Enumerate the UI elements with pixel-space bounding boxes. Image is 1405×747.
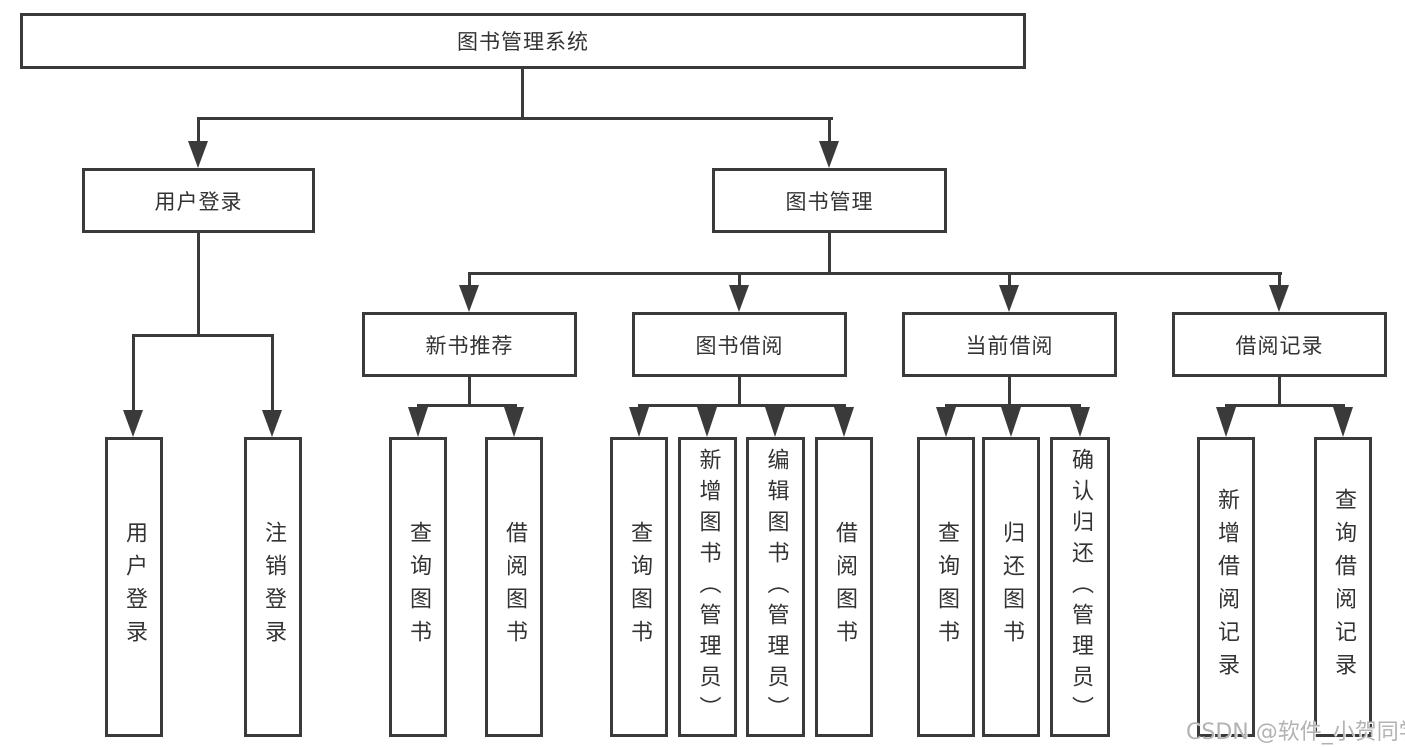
- leaf-confirm-return-admin: 确认归还（管理员）: [1050, 437, 1110, 737]
- leaf-query-books-borrow-label: 查询图书: [627, 521, 652, 653]
- leaf-query-books-current: 查询图书: [917, 437, 975, 737]
- arrow-down-leaf-add-book: [697, 407, 717, 437]
- leaf-add-book-admin: 新增图书（管理员）: [678, 437, 737, 737]
- arrow-down-leaf-add-record: [1216, 407, 1236, 437]
- leaf-borrow-books-recommend-label: 借阅图书: [502, 521, 527, 653]
- watermark: CSDN @软件_小贺同学: [1186, 720, 1405, 745]
- arrow-down-leaf-return-books: [1001, 407, 1021, 437]
- connector-root-rail: [197, 117, 833, 120]
- leaf-add-borrow-record-label: 新增借阅记录: [1214, 488, 1239, 686]
- connector-user-login-stub: [197, 117, 200, 146]
- leaf-edit-book-admin-label: 编辑图书（管理员）: [763, 447, 789, 727]
- leaf-return-books: 归还图书: [982, 437, 1040, 737]
- leaf-query-books-recommend-label: 查询图书: [406, 521, 431, 653]
- arrow-down-user-login: [188, 141, 208, 168]
- connector-book-borrow-rail: [638, 404, 846, 407]
- node-user-login-label: 用户登录: [154, 189, 243, 214]
- connector-user-login-rail: [132, 334, 274, 337]
- connector-new-book-stem: [468, 377, 471, 407]
- node-current-borrow: 当前借阅: [902, 312, 1117, 377]
- connector-current-borrow-rail: [945, 404, 1081, 407]
- leaf-query-borrow-record-label: 查询借阅记录: [1331, 488, 1356, 686]
- node-book-management: 图书管理: [712, 168, 947, 233]
- leaf-add-book-admin-label: 新增图书（管理员）: [695, 447, 721, 727]
- arrow-down-borrow-records: [1269, 285, 1289, 312]
- connector-book-mgmt-stem: [828, 233, 831, 275]
- node-borrow-records: 借阅记录: [1172, 312, 1387, 377]
- leaf-user-login-label: 用户登录: [122, 521, 147, 653]
- connector-book-mgmt-stub: [828, 117, 831, 146]
- connector-borrow-records-stub: [1278, 272, 1281, 290]
- connector-user-login-stem: [197, 233, 200, 337]
- node-new-book-recommend-label: 新书推荐: [425, 333, 514, 358]
- arrow-down-book-borrow: [729, 285, 749, 312]
- node-root: 图书管理系统: [20, 13, 1026, 69]
- arrow-down-leaf-borrow-books-1: [504, 407, 524, 437]
- arrow-down-leaf-borrow-books-2: [834, 407, 854, 437]
- arrow-down-leaf-logout: [262, 410, 282, 437]
- node-book-borrow: 图书借阅: [632, 312, 847, 377]
- leaf-confirm-return-admin-label: 确认归还（管理员）: [1068, 447, 1093, 727]
- leaf-query-borrow-record: 查询借阅记录: [1314, 437, 1372, 737]
- leaf-borrow-books-label: 借阅图书: [832, 521, 857, 653]
- connector-borrow-records-rail: [1225, 404, 1345, 407]
- node-root-label: 图书管理系统: [457, 30, 589, 54]
- arrow-down-current-borrow: [999, 285, 1019, 312]
- node-book-borrow-label: 图书借阅: [695, 333, 784, 358]
- node-new-book-recommend: 新书推荐: [362, 312, 577, 377]
- connector-book-borrow-stem: [738, 377, 741, 407]
- arrow-down-leaf-query-books-1: [408, 407, 428, 437]
- connector-new-book-rail: [417, 404, 517, 407]
- connector-root-stem: [521, 69, 524, 120]
- connector-leaf-user-login-stub: [132, 334, 135, 412]
- connector-book-borrow-stub: [738, 272, 741, 290]
- node-borrow-records-label: 借阅记录: [1235, 333, 1324, 358]
- leaf-query-books-recommend: 查询图书: [389, 437, 447, 737]
- arrow-down-leaf-user-login: [123, 410, 143, 437]
- node-user-login: 用户登录: [82, 168, 315, 233]
- arrow-down-leaf-query-record: [1333, 407, 1353, 437]
- arrow-down-leaf-confirm-return: [1070, 407, 1090, 437]
- arrow-down-leaf-query-books-3: [936, 407, 956, 437]
- connector-current-borrow-stub: [1008, 272, 1011, 290]
- connector-new-book-stub: [468, 272, 471, 290]
- leaf-query-books-current-label: 查询图书: [934, 521, 959, 653]
- leaf-return-books-label: 归还图书: [999, 521, 1024, 653]
- arrow-down-leaf-edit-book: [765, 407, 785, 437]
- leaf-add-borrow-record: 新增借阅记录: [1197, 437, 1255, 737]
- leaf-borrow-books-recommend: 借阅图书: [485, 437, 543, 737]
- leaf-user-login: 用户登录: [105, 437, 163, 737]
- leaf-borrow-books: 借阅图书: [815, 437, 873, 737]
- leaf-logout: 注销登录: [244, 437, 302, 737]
- node-current-borrow-label: 当前借阅: [965, 333, 1054, 358]
- leaf-logout-label: 注销登录: [261, 521, 286, 653]
- arrow-down-new-book: [459, 285, 479, 312]
- connector-current-borrow-stem: [1008, 377, 1011, 407]
- arrow-down-leaf-query-books-2: [629, 407, 649, 437]
- connector-borrow-records-stem: [1278, 377, 1281, 407]
- arrow-down-book-mgmt: [819, 141, 839, 168]
- node-book-management-label: 图书管理: [785, 189, 874, 214]
- connector-book-mgmt-rail: [468, 272, 1282, 275]
- connector-leaf-logout-stub: [271, 334, 274, 412]
- leaf-query-books-borrow: 查询图书: [610, 437, 668, 737]
- leaf-edit-book-admin: 编辑图书（管理员）: [746, 437, 805, 737]
